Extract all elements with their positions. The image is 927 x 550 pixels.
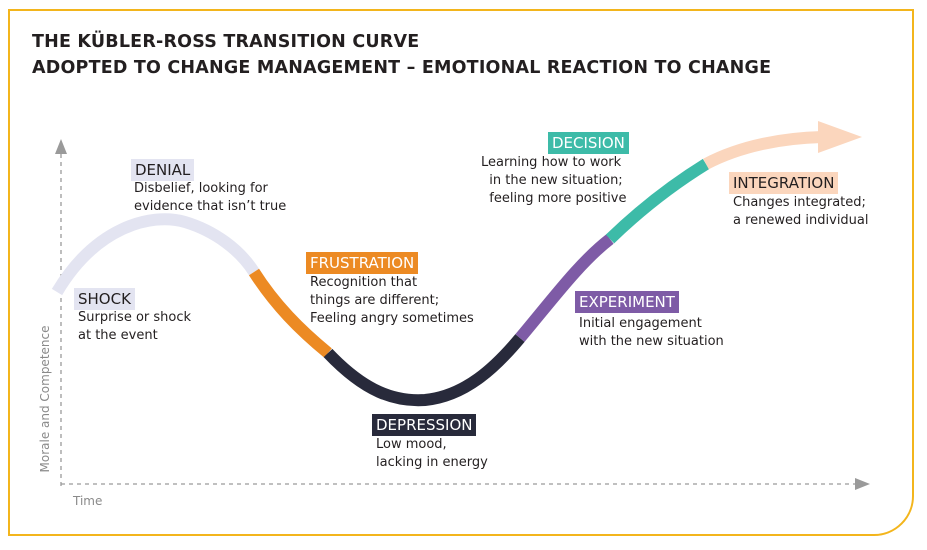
y-axis-label: Morale and Competence	[38, 325, 52, 473]
title-line-2: ADOPTED TO CHANGE MANAGEMENT – EMOTIONAL…	[32, 58, 772, 78]
diagram-frame	[8, 9, 914, 536]
stage-label-integration: INTEGRATION	[729, 172, 839, 194]
integration-arrowhead	[818, 121, 862, 153]
stage-desc-depression: Low mood, lacking in energy	[376, 437, 488, 470]
curve-segment-shock-denial	[51, 213, 260, 296]
stage-desc-integration: Changes integrated; a renewed individual	[733, 195, 869, 228]
stage-desc-denial: Disbelief, looking for evidence that isn…	[134, 181, 287, 214]
stage-label-decision: DECISION	[548, 132, 629, 154]
stage-label-frustration: FRUSTRATION	[306, 252, 419, 274]
stage-label-shock: SHOCK	[74, 288, 135, 310]
stage-label-depression: DEPRESSION	[372, 414, 477, 436]
y-axis-arrowhead	[55, 139, 67, 154]
curve-segment-decision	[605, 158, 710, 244]
x-axis-arrowhead	[855, 478, 870, 490]
curve-segment-experiment	[515, 234, 614, 342]
stage-desc-shock: Surprise or shock at the event	[78, 310, 192, 343]
x-axis-label: Time	[73, 494, 103, 508]
stage-label-experiment: EXPERIMENT	[575, 291, 679, 313]
stage-desc-frustration: Recognition that things are different; F…	[310, 275, 474, 326]
stage-desc-experiment: Initial engagement with the new situatio…	[579, 316, 724, 349]
curve-segment-depression	[323, 334, 525, 407]
title-line-1: THE KÜBLER-ROSS TRANSITION CURVE	[32, 32, 420, 52]
stage-desc-decision: Learning how to work in the new situatio…	[481, 155, 627, 206]
curve-segment-integration	[703, 131, 823, 170]
stage-label-denial: DENIAL	[131, 159, 195, 181]
curve-segment-frustration	[248, 268, 332, 358]
